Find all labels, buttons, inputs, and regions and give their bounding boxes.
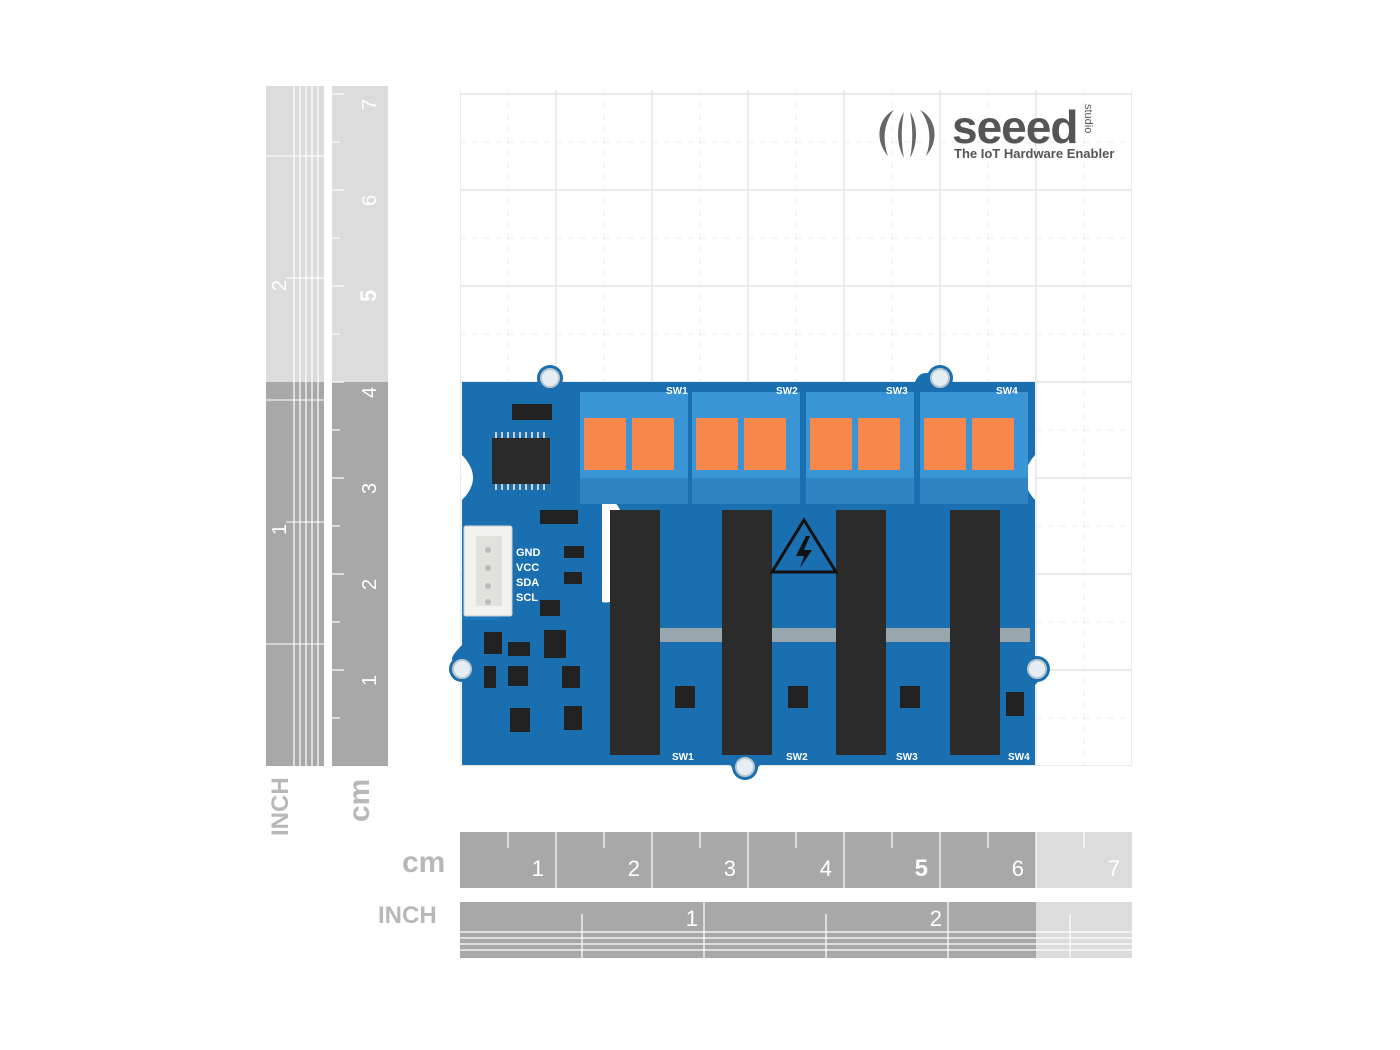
v-cm-number: 7 bbox=[359, 99, 381, 110]
h-inch-number: 2 bbox=[930, 906, 942, 931]
h-cm-number: 4 bbox=[820, 856, 832, 881]
terminal-sw4 bbox=[920, 392, 1028, 504]
v-cm-number: 3 bbox=[359, 483, 381, 494]
v-cm-number: 2 bbox=[359, 579, 381, 590]
h-cm-number: 5 bbox=[915, 855, 928, 882]
high-voltage-warning-icon bbox=[769, 517, 839, 574]
horizontal-inch-label: INCH bbox=[378, 902, 437, 929]
v-cm-number: 1 bbox=[359, 675, 381, 686]
vertical-cm-ruler: 7 6 5 4 3 2 1 bbox=[332, 86, 388, 766]
heat-bar bbox=[610, 628, 1030, 642]
h-cm-number: 3 bbox=[724, 856, 736, 881]
pin-label-vcc: VCC bbox=[516, 562, 539, 574]
h-cm-number: 7 bbox=[1108, 856, 1120, 881]
h-inch-number: 1 bbox=[686, 906, 698, 931]
grove-connector bbox=[463, 525, 513, 617]
terminal-sw2 bbox=[692, 392, 800, 504]
terminal-blocks bbox=[580, 392, 1028, 504]
switch-label-top: SW2 bbox=[776, 386, 798, 397]
vertical-inch-label: INCH bbox=[267, 777, 294, 836]
switch-label-top: SW4 bbox=[996, 386, 1018, 397]
horizontal-inch-ruler: 1 2 bbox=[460, 902, 1132, 958]
horizontal-cm-ruler: 1 2 3 4 5 6 7 bbox=[460, 832, 1132, 888]
h-cm-number: 6 bbox=[1012, 856, 1024, 881]
switch-label-bottom: SW1 bbox=[672, 752, 694, 763]
switch-label-top: SW1 bbox=[666, 386, 688, 397]
v-cm-number: 6 bbox=[359, 195, 381, 206]
pin-label-gnd: GND bbox=[516, 547, 541, 559]
v-inch-number: 1 bbox=[269, 524, 291, 535]
terminal-sw1 bbox=[580, 392, 688, 504]
switch-label-bottom: SW2 bbox=[786, 752, 808, 763]
relays bbox=[610, 510, 1000, 755]
horizontal-cm-label: cm bbox=[402, 846, 446, 879]
terminal-sw3 bbox=[806, 392, 914, 504]
vertical-cm-label: cm bbox=[343, 778, 376, 822]
logo-studio: studio bbox=[1082, 104, 1094, 134]
v-cm-number: 4 bbox=[359, 387, 381, 398]
switch-label-bottom: SW4 bbox=[1008, 752, 1030, 763]
switch-label-top: SW3 bbox=[886, 386, 908, 397]
v-cm-number: 5 bbox=[356, 290, 381, 302]
mounting-holes bbox=[449, 365, 1050, 780]
switch-label-bottom: SW3 bbox=[896, 752, 918, 763]
vertical-inch-ruler: 2 1 bbox=[266, 86, 324, 766]
pin-label-scl: SCL bbox=[516, 592, 538, 604]
pin-label-sda: SDA bbox=[516, 577, 539, 589]
mcu-chip bbox=[492, 432, 550, 490]
logo-wordmark: seeed bbox=[952, 101, 1078, 153]
relay-board: GND VCC SDA SCL bbox=[449, 365, 1050, 780]
h-cm-number: 1 bbox=[532, 856, 544, 881]
logo-tagline: The IoT Hardware Enabler bbox=[954, 146, 1115, 161]
v-inch-number: 2 bbox=[269, 280, 291, 291]
h-cm-number: 2 bbox=[628, 856, 640, 881]
smd-components bbox=[484, 404, 1024, 732]
seeed-emblem-icon bbox=[879, 110, 935, 158]
seeed-logo: seeed studio The IoT Hardware Enabler bbox=[872, 100, 1132, 170]
